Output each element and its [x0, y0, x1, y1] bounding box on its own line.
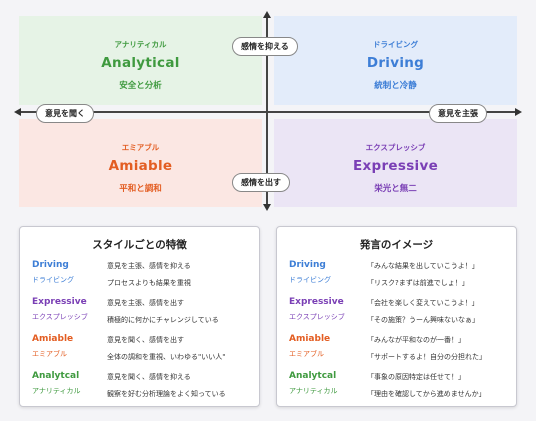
feature-line: 意見を聞く、感情を出す: [107, 336, 184, 344]
phrase-line: 「みんな結果を出していこうよ！」: [367, 262, 479, 270]
style-kana: ドライビング: [32, 276, 74, 284]
quadrant-expressive: エクスプレッシブ Expressive 栄光と無二: [274, 119, 517, 207]
feature-line: 意見を主張、感情を抑える: [107, 262, 191, 270]
list-item: Expressive エクスプレッシブ 「会社を楽しく変えていこうよ！」 「その…: [289, 297, 510, 334]
list-item: Analytcal アナリティカル 意見を聞く、感情を抑える 観察を好む分析理論…: [32, 371, 253, 408]
arrow-up-icon: [263, 11, 271, 18]
feature-line: 意見を聞く、感情を抑える: [107, 373, 191, 381]
phrase-line: 「会社を楽しく変えていこうよ！」: [367, 299, 479, 307]
driving-kana: ドライビング: [373, 40, 418, 49]
amiable-kana: エミアブル: [121, 143, 160, 152]
feature-line: プロセスよりも結果を重視: [107, 279, 191, 287]
style-kana: ドライビング: [289, 276, 331, 284]
phrase-line: 「事象の原因特定は任せて！」: [367, 373, 465, 381]
list-item: Amiable エミアブル 意見を聞く、感情を出す 全体の調和を重視、いわゆる"…: [32, 334, 253, 371]
style-kana: アナリティカル: [32, 387, 81, 395]
analytical-name: Analytical: [101, 55, 180, 71]
style-name: Amiable: [32, 334, 74, 344]
axis-label-bottom: 感情を出す: [232, 173, 290, 192]
feature-line: 積極的に何かにチャレンジしている: [107, 316, 219, 324]
arrow-right-icon: [515, 108, 522, 116]
driving-name: Driving: [366, 55, 425, 71]
list-item: Expressive エクスプレッシブ 意見を主張、感情を出す 積極的に何かにチ…: [32, 297, 253, 334]
expressive-name: Expressive: [352, 158, 439, 174]
list-item: Amiable エミアブル 「みんなが平和なのが一番！」 「サポートするよ！自分…: [289, 334, 510, 371]
style-name: Amiable: [289, 334, 331, 344]
style-kana: エミアブル: [32, 350, 67, 358]
phrase-line: 「リスク?まずは前進でしょ！」: [367, 279, 469, 287]
phrase-line: 「その施策？うーん興味ないなぁ」: [367, 316, 479, 324]
quadrant-driving: ドライビング Driving 統制と冷静: [274, 16, 517, 105]
analytical-kana: アナリティカル: [114, 40, 167, 49]
axis-label-right: 意見を主張: [429, 104, 487, 123]
feature-line: 観察を好む分析理論をよく知っている: [107, 390, 226, 398]
style-name: Driving: [32, 260, 69, 270]
phrases-title: 発言のイメージ: [359, 239, 434, 251]
horizontal-axis: [19, 111, 516, 113]
amiable-name: Amiable: [108, 158, 173, 174]
phrase-line: 「みんなが平和なのが一番！」: [367, 336, 465, 344]
list-item: Analytcal アナリティカル 「事象の原因特定は任せて！」 「理由を確認し…: [289, 371, 510, 408]
features-title: スタイルごとの特徴: [92, 239, 187, 251]
analytical-desc: 安全と分析: [119, 81, 162, 91]
style-kana: エミアブル: [289, 350, 324, 358]
style-kana: アナリティカル: [289, 387, 338, 395]
quadrant-amiable: エミアブル Amiable 平和と調和: [19, 119, 262, 207]
list-item: Driving ドライビング 意見を主張、感情を抑える プロセスよりも結果を重視: [32, 260, 253, 297]
phrases-card: 発言のイメージ Driving ドライビング 「みんな結果を出していこうよ！」 …: [276, 226, 517, 407]
axis-label-top: 感情を抑える: [232, 37, 298, 56]
style-name: Expressive: [32, 297, 87, 307]
arrow-left-icon: [14, 108, 21, 116]
arrow-down-icon: [263, 204, 271, 211]
expressive-kana: エクスプレッシブ: [365, 143, 426, 152]
driving-desc: 統制と冷静: [374, 81, 417, 91]
axis-label-left: 意見を聞く: [36, 104, 94, 123]
list-item: Driving ドライビング 「みんな結果を出していこうよ！」 「リスク?まずは…: [289, 260, 510, 297]
style-kana: エクスプレッシブ: [289, 313, 345, 321]
phrase-line: 「理由を確認してから進めませんか」: [367, 390, 486, 398]
style-name: Analytcal: [32, 371, 80, 381]
amiable-desc: 平和と調和: [119, 184, 162, 194]
style-name: Expressive: [289, 297, 344, 307]
feature-line: 意見を主張、感情を出す: [107, 299, 184, 307]
style-name: Driving: [289, 260, 326, 270]
feature-line: 全体の調和を重視、いわゆる"いい人": [107, 353, 226, 361]
quadrant-analytical: アナリティカル Analytical 安全と分析: [19, 16, 262, 105]
features-card: スタイルごとの特徴 Driving ドライビング 意見を主張、感情を抑える プロ…: [19, 226, 260, 407]
style-name: Analytcal: [289, 371, 337, 381]
phrase-line: 「サポートするよ！自分の分担れた」: [367, 353, 486, 361]
style-kana: エクスプレッシブ: [32, 313, 88, 321]
expressive-desc: 栄光と無二: [374, 184, 417, 194]
